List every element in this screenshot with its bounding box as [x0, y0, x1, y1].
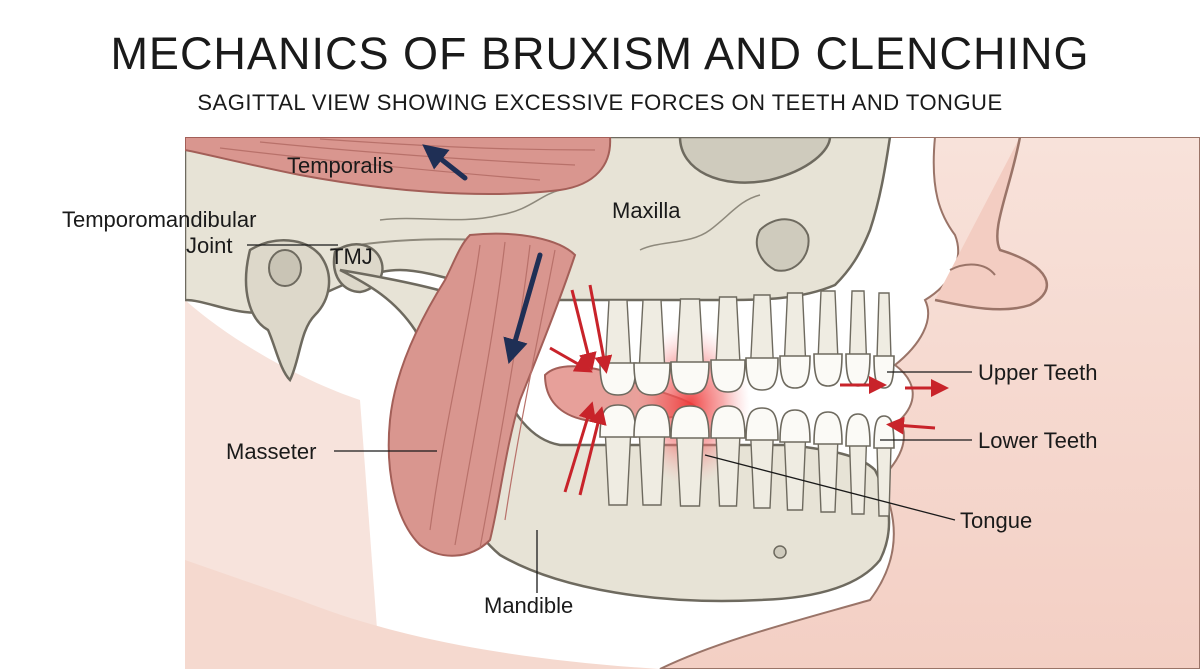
lower-tooth-root [783, 439, 807, 511]
upper-tooth-crown [599, 362, 637, 396]
nasal-cavity [755, 218, 810, 272]
force-arrow-lower-up-2 [578, 406, 607, 496]
ear-canal [268, 249, 302, 287]
lower-tooth-crown [745, 407, 779, 441]
upper-tooth-root [783, 292, 807, 359]
label-temporalis: Temporalis [287, 153, 393, 178]
motion-arrows [422, 144, 543, 365]
nostril [949, 263, 996, 276]
upper-tooth-root [715, 296, 741, 363]
label-tmj: TMJ [330, 244, 373, 269]
force-arrow-side-1 [549, 346, 593, 373]
masseter-fibers [429, 241, 556, 549]
label-tongue: Tongue [960, 508, 1032, 533]
lower-tooth-crown [670, 405, 710, 439]
eye-orbit [678, 137, 832, 184]
force-arrow-upper-down-1 [588, 284, 613, 374]
lower-tooth-root [876, 445, 892, 517]
lower-tooth-root [750, 437, 774, 509]
label-mandible: Mandible [484, 593, 573, 618]
label-maxilla: Maxilla [612, 198, 681, 223]
temporalis-muscle [185, 137, 612, 196]
lower-tooth-crown [873, 415, 895, 449]
upper-tooth-crown [745, 357, 779, 391]
diagram-subtitle: SAGITTAL VIEW SHOWING EXCESSIVE FORCES O… [197, 90, 1003, 115]
lower-tooth-root [817, 441, 839, 513]
leader-lines [247, 244, 972, 593]
leader-tongue [704, 454, 956, 521]
label-lower-teeth: Lower Teeth [978, 428, 1097, 453]
neck-skin [185, 560, 660, 669]
lower-tooth-crown [599, 404, 637, 438]
lower-tooth-crown [710, 405, 746, 439]
face-skin [185, 137, 1200, 669]
force-arrow-front-in [886, 416, 936, 435]
lower-tooth-root [715, 435, 741, 507]
upper-tooth-root [817, 290, 839, 357]
masseter-pull-arrow [503, 252, 543, 365]
lower-skin-background [185, 300, 380, 669]
teeth [599, 290, 895, 517]
label-upper-teeth: Upper Teeth [978, 360, 1097, 385]
upper-tooth-crown [670, 361, 710, 395]
upper-tooth-crown [710, 359, 746, 393]
upper-tooth-crown [813, 353, 843, 387]
upper-tooth-root [750, 294, 774, 361]
lower-tooth-crown [779, 409, 811, 443]
diagram-title: MECHANICS OF BRUXISM AND CLENCHING [110, 28, 1090, 79]
upper-tooth-crown [779, 355, 811, 389]
lower-tooth-root [638, 434, 666, 506]
label-masseter: Masseter [226, 439, 316, 464]
mental-foramen [773, 545, 787, 559]
force-arrow-lower-up-1 [563, 401, 596, 493]
lower-tooth-root [604, 434, 632, 506]
lower-tooth-root [848, 443, 868, 515]
force-arrows [549, 284, 949, 496]
lower-tooth-crown [633, 404, 671, 438]
temporalis-fibers [219, 138, 596, 181]
upper-teeth [599, 290, 895, 396]
label-tmj-line1: Temporomandibular [62, 207, 256, 232]
upper-tooth-root [604, 299, 632, 366]
lower-tooth-root [675, 435, 705, 507]
upper-tooth-root [675, 298, 705, 365]
label-tmj-line2: Joint [186, 233, 232, 258]
temporal-bone [244, 239, 331, 383]
upper-tooth-crown [633, 362, 671, 396]
upper-tooth-crown [845, 353, 871, 387]
lower-tooth-crown [813, 411, 843, 445]
upper-tooth-root [876, 292, 892, 359]
lower-tooth-crown [845, 413, 871, 447]
temporalis-pull-arrow [422, 144, 468, 181]
force-arrow-upper-down-2 [570, 289, 597, 371]
skull-suture [379, 189, 561, 221]
maxilla-suture [639, 194, 761, 251]
upper-tooth-root [848, 290, 868, 357]
upper-tooth-root [638, 299, 666, 366]
